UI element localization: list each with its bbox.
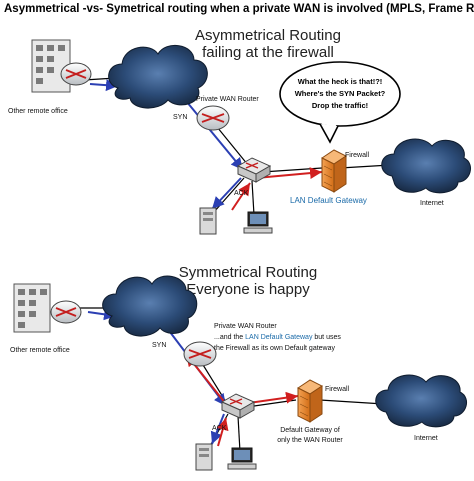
bottom-title-line2: Everyone is happy [186, 281, 310, 298]
bottom-wan-router-line2-link: LAN Default Gateway [245, 334, 313, 341]
top-lan-gateway-label: LAN Default Gateway [290, 196, 367, 205]
b-link-switch-pc [237, 415, 241, 453]
bottom-wan-cloud-icon [102, 275, 198, 337]
top-wan-router-label: Private WAN Router [196, 96, 259, 103]
top-server-icon [199, 207, 217, 235]
bottom-other-office-label: Other remote office [10, 347, 70, 354]
top-diagram: Asymmetrical Routing failing at the fire… [8, 27, 472, 235]
bottom-switch-icon [220, 393, 256, 419]
top-title-line1: Asymmetrical Routing [195, 27, 341, 44]
bubble-line2: Where's the SYN Packet? [295, 89, 386, 98]
syn-arrow-server [211, 177, 242, 210]
top-ack-label: ACK [234, 190, 249, 197]
bottom-office-router-icon [50, 300, 82, 324]
b-link-wan-router-switch [199, 359, 227, 403]
bottom-server-icon [195, 443, 213, 471]
bubble-line3: Drop the traffic! [312, 101, 368, 110]
top-internet-label: Internet [420, 200, 444, 207]
top-wan-cloud-icon [108, 45, 208, 109]
top-switch-icon [236, 157, 272, 183]
link-switch-firewall [261, 167, 323, 173]
top-syn-label: SYN [173, 114, 187, 121]
bottom-wan-router-label-line2: ...and the LAN Default Gateway but uses [214, 334, 341, 341]
top-speech-bubble [279, 61, 401, 144]
bottom-diagram: Symmetrical Routing Everyone is happy SY… [10, 264, 468, 471]
b-ack-arrow-server [216, 417, 229, 447]
bottom-gateway-label-line2: only the WAN Router [277, 437, 343, 444]
header-title: Asymmetrical -vs- Symetrical routing whe… [4, 3, 474, 15]
bottom-wan-router-label-line1: Private WAN Router [214, 323, 277, 330]
top-internet-cloud-icon [381, 138, 472, 194]
top-other-office-label: Other remote office [8, 108, 68, 115]
bottom-internet-cloud-icon [375, 374, 468, 428]
syn-arrow-wan [181, 95, 244, 171]
bubble-line1: What the heck is that!?! [298, 77, 383, 86]
link-switch-pc [251, 180, 255, 216]
bottom-ack-label: ACK [212, 425, 227, 432]
top-wan-router-icon [196, 105, 230, 131]
ack-arrow-server [231, 182, 251, 211]
bottom-wan-router-icon [183, 341, 217, 367]
bottom-wan-router-label-line3: the Firewall as its own Default gateway [214, 345, 335, 352]
bottom-wan-router-line2-post: but uses [312, 334, 341, 341]
bottom-syn-label: SYN [152, 342, 166, 349]
top-pc-icon [243, 211, 273, 234]
b-link-firewall-internet [319, 399, 385, 405]
top-firewall-label: Firewall [345, 152, 370, 159]
bottom-gateway-label-line1: Default Gateway of [280, 427, 340, 434]
bottom-pc-icon [227, 447, 257, 470]
top-firewall-icon [321, 149, 347, 193]
top-office-router-icon [60, 62, 92, 86]
bottom-firewall-icon [297, 379, 323, 423]
top-title-line2: failing at the firewall [202, 44, 334, 61]
bottom-wan-router-line2-pre: ...and the [214, 334, 245, 341]
bottom-firewall-label: Firewall [325, 386, 350, 393]
bottom-title-line1: Symmetrical Routing [179, 264, 317, 281]
bottom-internet-label: Internet [414, 435, 438, 442]
ack-arrow-firewall [255, 167, 323, 180]
bottom-office-building-icon [13, 283, 51, 333]
top-office-building-icon [31, 39, 71, 93]
